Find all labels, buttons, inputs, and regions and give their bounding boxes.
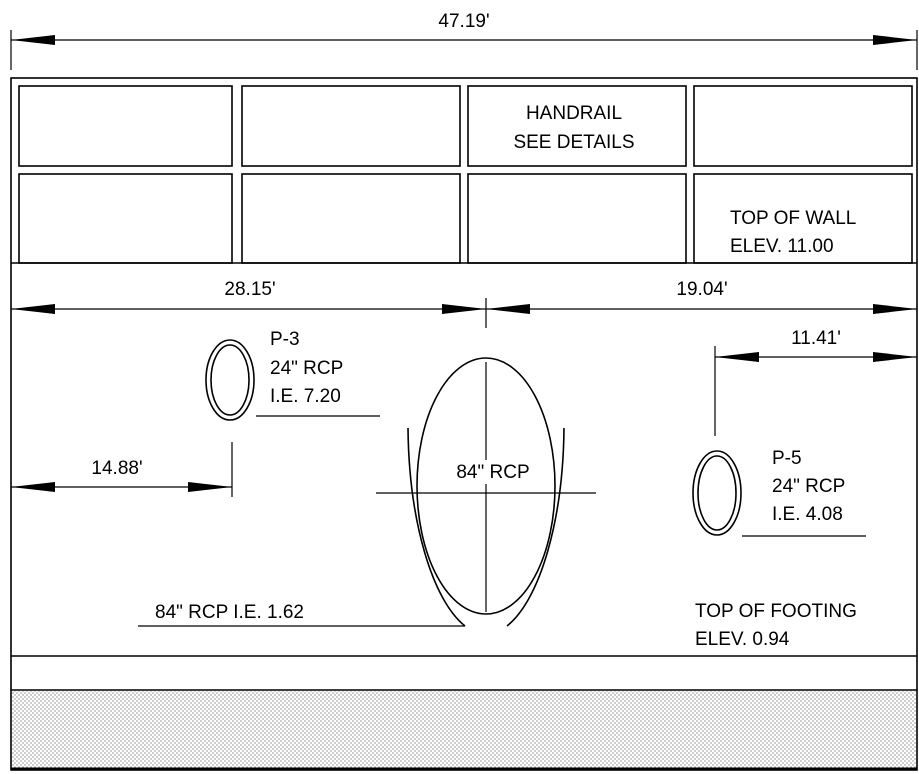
- pipe-main-outer-left: [407, 427, 466, 627]
- handrail-note-line-2: SEE DETAILS: [513, 132, 634, 153]
- pipe-p3-inner: [210, 344, 250, 416]
- pipe-main-center-label: 84" RCP: [456, 462, 529, 483]
- wall-outline: [10, 77, 918, 771]
- handrail-panel: [241, 173, 461, 264]
- arrow-head: [11, 482, 55, 492]
- pipe-p5-size: 24" RCP: [772, 476, 845, 497]
- handrail-panel: [467, 173, 687, 264]
- arrow-head: [11, 35, 55, 45]
- overall-dimension: 47.19': [10, 11, 918, 70]
- pipe-main-inner: [416, 357, 556, 615]
- pipe-p3-dimension-label: 14.88': [91, 458, 142, 479]
- top-of-wall-elevation: ELEV. 11.00: [730, 236, 834, 257]
- centerline-dimensions: 28.15' 19.04': [11, 279, 917, 328]
- arrow-head: [873, 35, 917, 45]
- handrail-panel: [693, 173, 913, 264]
- pipe-p5-inner: [697, 455, 737, 531]
- pipe-main-outer-right: [506, 427, 565, 627]
- arrow-head: [715, 352, 759, 362]
- arrow-head: [873, 304, 917, 314]
- pipe-p5-outer: [692, 450, 742, 536]
- top-of-footing-elevation: ELEV. 0.94: [695, 629, 790, 650]
- arrow-head: [486, 304, 530, 314]
- arrow-head: [873, 352, 917, 362]
- handrail-panels: HANDRAIL SEE DETAILS TOP OF WALL ELEV. 1…: [18, 85, 913, 264]
- pipe-main-84: 84" RCP 84" RCP I.E. 1.62: [138, 357, 596, 627]
- pipe-p3: P-3 24" RCP I.E. 7.20 14.88': [11, 329, 380, 497]
- pipe-main-invert-label: 84" RCP I.E. 1.62: [155, 602, 304, 623]
- pipe-p5-dimension-label: 11.41': [791, 328, 841, 349]
- handrail-panel: [241, 85, 461, 167]
- handrail-note-line-1: HANDRAIL: [526, 103, 622, 124]
- pipe-p3-size: 24" RCP: [270, 358, 343, 379]
- overall-dimension-label: 47.19': [438, 11, 489, 32]
- handrail-panel: [693, 85, 913, 167]
- pipe-p5: P-5 24" RCP I.E. 4.08 11.41': [692, 328, 917, 537]
- handrail-panel: [18, 173, 233, 264]
- arrow-head: [188, 482, 232, 492]
- label-mask: [446, 460, 539, 484]
- top-of-footing-label: TOP OF FOOTING: [695, 601, 857, 622]
- handrail-panel: [467, 85, 687, 167]
- pipe-p5-name: P-5: [772, 448, 802, 469]
- right-dimension-label: 19.04': [676, 279, 727, 300]
- pipe-p5-invert: I.E. 4.08: [772, 504, 843, 525]
- arrow-head: [442, 304, 486, 314]
- pipe-p3-outer: [205, 339, 255, 421]
- pipe-p3-invert: I.E. 7.20: [270, 386, 341, 407]
- left-dimension-label: 28.15': [224, 279, 275, 300]
- pipe-p3-name: P-3: [270, 329, 300, 350]
- top-of-wall-label: TOP OF WALL: [730, 208, 856, 229]
- arrow-head: [11, 304, 55, 314]
- ground-hatch: [12, 691, 916, 769]
- handrail-panel: [18, 85, 233, 167]
